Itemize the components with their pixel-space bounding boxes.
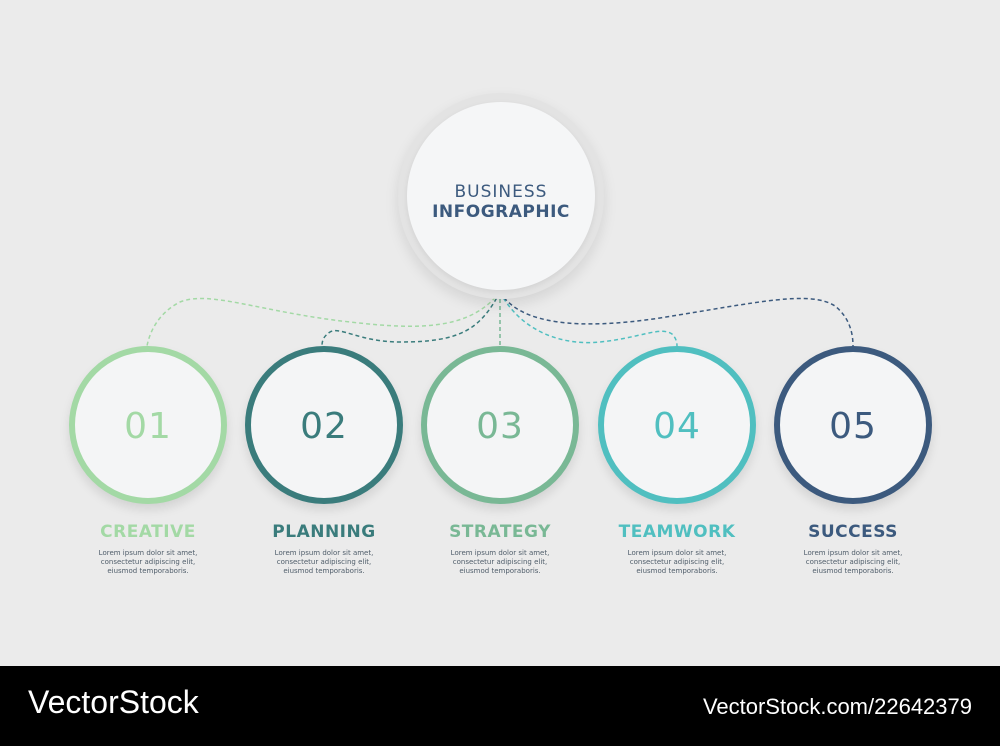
watermark-bar: VectorStock VectorStock.com/22642379: [0, 666, 1000, 746]
step-description-line: Lorem ipsum dolor sit amet,: [274, 549, 374, 557]
watermark-brand: VectorStock: [28, 684, 199, 720]
step-description: Lorem ipsum dolor sit amet, consectetur …: [401, 549, 599, 576]
hub-title-line2: INFOGRAPHIC: [432, 202, 570, 222]
hub-inner-circle: BUSINESS INFOGRAPHIC: [407, 102, 595, 290]
step-description-line: Lorem ipsum dolor sit amet,: [627, 549, 727, 557]
step-description-line: eiusmod temporaboris.: [812, 567, 894, 575]
connector-02: [321, 291, 501, 347]
step-number: 02: [300, 406, 348, 447]
step-description-line: eiusmod temporaboris.: [107, 567, 189, 575]
connector-lines: [146, 291, 854, 347]
step-description-line: Lorem ipsum dolor sit amet,: [803, 549, 903, 557]
step-number: 04: [653, 406, 701, 447]
connector-04: [499, 291, 678, 347]
hub-title-line1: BUSINESS: [454, 182, 548, 202]
step-description-line: consectetur adipiscing elit,: [629, 558, 725, 566]
step-title: STRATEGY: [449, 522, 551, 542]
step-04: 04 TEAMWORK Lorem ipsum dolor sit amet, …: [598, 346, 756, 575]
step-05: 05 SUCCESS Lorem ipsum dolor sit amet, c…: [774, 346, 932, 575]
step-description-line: consectetur adipiscing elit,: [805, 558, 901, 566]
step-description: Lorem ipsum dolor sit amet, consectetur …: [49, 549, 247, 576]
step-title: PLANNING: [272, 522, 376, 542]
watermark-id: VectorStock.com/22642379: [702, 694, 972, 719]
step-number: 01: [124, 406, 172, 447]
step-description-line: Lorem ipsum dolor sit amet,: [450, 549, 550, 557]
step-ring: 01: [69, 346, 227, 504]
step-description: Lorem ipsum dolor sit amet, consectetur …: [578, 549, 776, 576]
step-02: 02 PLANNING Lorem ipsum dolor sit amet, …: [245, 346, 403, 575]
step-ring: 04: [598, 346, 756, 504]
step-01: 01 CREATIVE Lorem ipsum dolor sit amet, …: [69, 346, 227, 575]
step-title: TEAMWORK: [618, 522, 736, 542]
step-description: Lorem ipsum dolor sit amet, consectetur …: [754, 549, 952, 576]
step-ring: 02: [245, 346, 403, 504]
step-description-line: eiusmod temporaboris.: [636, 567, 718, 575]
step-description: Lorem ipsum dolor sit amet, consectetur …: [225, 549, 423, 576]
step-description-line: consectetur adipiscing elit,: [452, 558, 548, 566]
step-number: 05: [829, 406, 877, 447]
step-title: CREATIVE: [100, 522, 196, 542]
step-description-line: consectetur adipiscing elit,: [100, 558, 196, 566]
hub-circle: BUSINESS INFOGRAPHIC: [398, 93, 604, 299]
connector-05: [499, 291, 854, 347]
step-title: SUCCESS: [808, 522, 898, 542]
step-description-line: Lorem ipsum dolor sit amet,: [98, 549, 198, 557]
step-description-line: eiusmod temporaboris.: [283, 567, 365, 575]
step-description-line: consectetur adipiscing elit,: [276, 558, 372, 566]
step-number: 03: [476, 406, 524, 447]
step-ring: 05: [774, 346, 932, 504]
step-description-line: eiusmod temporaboris.: [459, 567, 541, 575]
step-ring: 03: [421, 346, 579, 504]
step-03: 03 STRATEGY Lorem ipsum dolor sit amet, …: [421, 346, 579, 575]
infographic-canvas: BUSINESS INFOGRAPHIC 01 CREATIVE Lorem i…: [69, 93, 932, 575]
